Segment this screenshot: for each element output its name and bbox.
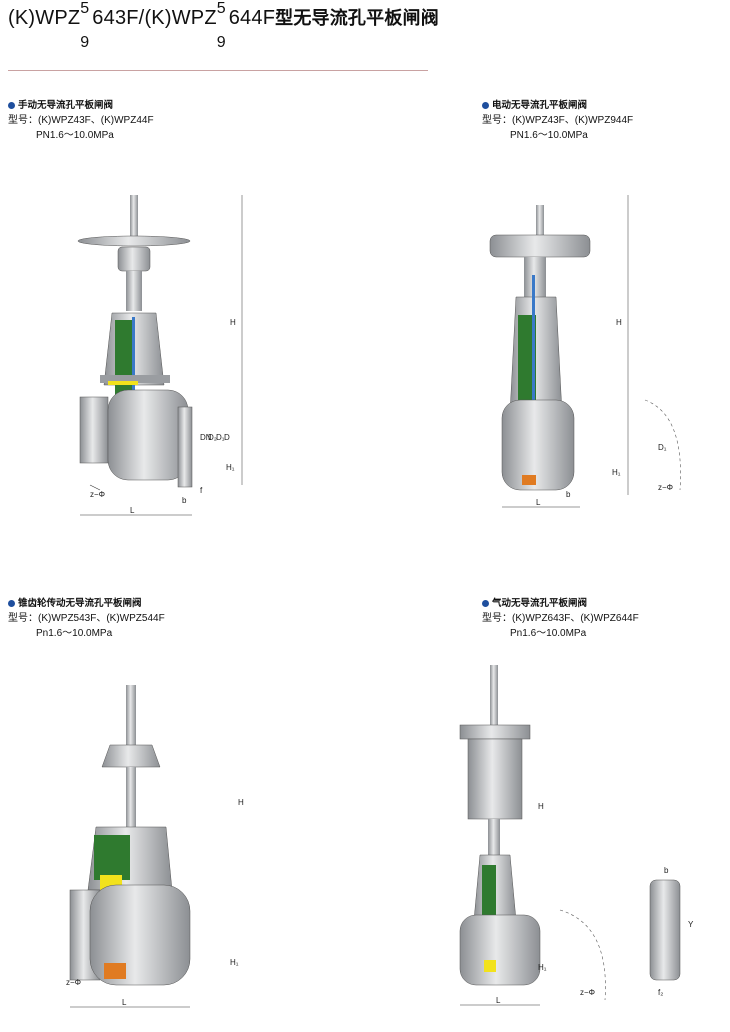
label-b: b [566,490,571,499]
label-b: b [182,496,187,505]
label-f2: f₂ [658,988,663,997]
label-z-phi: z−Φ [66,978,81,987]
label-DN: DN [200,433,212,442]
label-D: D [224,433,230,442]
section-electric: 电动无导流孔平板闸阀 型号：(K)WPZ43F、(K)WPZ944F PN1.6… [482,100,634,141]
bullet-icon [482,600,489,607]
label-L: L [130,506,135,515]
bullet-icon [8,600,15,607]
title-rule [8,70,428,71]
pneumatic-valve-drawing: L H H₁ z−Φ Y b f₂ [459,665,694,1006]
title-suffix: 型无导流孔平板闸阀 [275,8,439,29]
label-H1: H₁ [538,963,547,972]
title-subscript: 9 [80,34,90,51]
label-H1: H₁ [226,463,235,472]
label-L: L [122,998,127,1007]
title-subscript: 9 [216,34,226,51]
label-D1: D₁ [216,433,225,442]
title-prefix: (K)WPZ [8,7,81,29]
label-H1: H₁ [230,958,239,967]
label-H: H [238,798,244,807]
label-L: L [496,996,501,1005]
label-H: H [538,802,544,811]
label-L: L [536,498,541,507]
manual-valve-drawing: z−Φ L b f H H₁ DN D₂ D₁ D [77,195,243,516]
label-f: f [200,486,203,495]
label-z-phi: z−Φ [658,483,673,492]
label-H1: H₁ [612,468,621,477]
label-b: b [664,866,669,875]
section-manual: 手动无导流孔平板闸阀 型号：(K)WPZ43F、(K)WPZ44F PN1.6～… [8,100,154,141]
label-D2: D₂ [208,433,217,442]
electric-valve-drawing: L b H H₁ D₁ z−Φ [489,195,681,508]
section-bevel-gear: 锥齿轮传动无导流孔平板闸阀 型号：(K)WPZ543F、(K)WPZ544F P… [8,598,165,639]
label-Y: Y [688,920,694,929]
title-mid2: 644F [228,7,276,29]
label-z-phi: z−Φ [580,988,595,997]
label-H: H [616,318,622,327]
bevel-gear-valve-drawing: L H H₁ z−Φ [66,685,244,1008]
title-superscript: 5 [216,0,226,17]
label-D1: D₁ [658,443,667,452]
title-superscript: 5 [80,0,90,17]
bullet-icon [8,102,15,109]
section-pneumatic: 气动无导流孔平板闸阀 型号：(K)WPZ643F、(K)WPZ644F Pn1.… [482,598,639,639]
title-mid: 643F/(K)WPZ [92,7,217,29]
bullet-icon [482,102,489,109]
label-z-phi: z−Φ [90,490,105,499]
label-H: H [230,318,236,327]
